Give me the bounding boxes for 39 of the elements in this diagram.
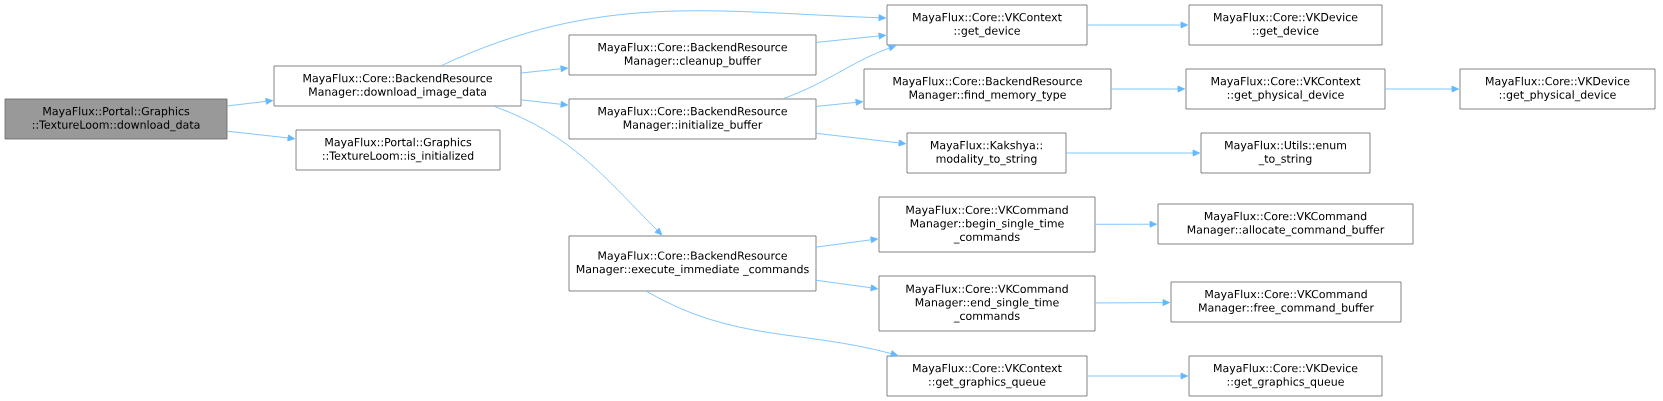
arrow [521, 65, 568, 74]
function-box: MayaFlux::Portal::Graphics ::TextureLoom::download_data [4, 98, 228, 140]
arrow [783, 44, 897, 99]
function-box: MayaFlux::Core::BackendResource Manager::cleanup_buffer [568, 34, 817, 76]
arrow [1385, 85, 1459, 93]
function-box: MayaFlux::Core::VKDevice ::get_device [1188, 4, 1383, 46]
arrow [1087, 372, 1188, 380]
function-box: MayaFlux::Kakshya:: modality_to_string [906, 132, 1067, 174]
function-box: MayaFlux::Core::VKContext ::get_graphics_queue [886, 355, 1088, 397]
arrow [521, 99, 568, 108]
arrow [816, 279, 878, 292]
function-box: MayaFlux::Core::BackendResource Manager::download_image_data [273, 65, 522, 107]
function-box: MayaFlux::Core::BackendResource Manager::execute_immediate _commands [568, 235, 817, 292]
arrow [494, 106, 663, 236]
arrow [816, 132, 906, 147]
arrow [646, 291, 899, 357]
arrow [1111, 85, 1185, 93]
function-box: MayaFlux::Core::VKCommand Manager::end_single_time _commands [878, 275, 1096, 332]
function-box: MayaFlux::Core::VKContext ::get_physical_device [1185, 68, 1386, 110]
function-box: MayaFlux::Core::VKCommand Manager::allocate_command_buffer [1157, 203, 1414, 245]
arrow [227, 130, 296, 142]
function-box: MayaFlux::Core::VKDevice ::get_graphics_queue [1188, 355, 1383, 397]
function-box: MayaFlux::Core::VKCommand Manager::free_command_buffer [1170, 281, 1402, 323]
arrow [441, 10, 886, 66]
arrow [816, 98, 863, 107]
function-box: MayaFlux::Utils::enum _to_string [1200, 132, 1371, 174]
arrow [1095, 220, 1157, 228]
function-box: MayaFlux::Core::BackendResource Manager::find_memory_type [863, 68, 1112, 110]
function-box: MayaFlux::Core::VKCommand Manager::begin_single_time _commands [878, 196, 1096, 253]
arrow [1087, 21, 1188, 29]
arrow [816, 32, 886, 43]
function-box: MayaFlux::Core::VKContext ::get_device [886, 4, 1088, 46]
arrow [816, 236, 878, 248]
function-box: MayaFlux::Core::VKDevice ::get_physical_device [1459, 68, 1656, 110]
function-box: MayaFlux::Portal::Graphics ::TextureLoom::is_initialized [295, 129, 501, 171]
function-box: MayaFlux::Core::BackendResource Manager::initialize_buffer [568, 98, 817, 140]
arrow [1095, 299, 1170, 306]
arrow [227, 98, 274, 107]
arrow [1066, 149, 1200, 157]
